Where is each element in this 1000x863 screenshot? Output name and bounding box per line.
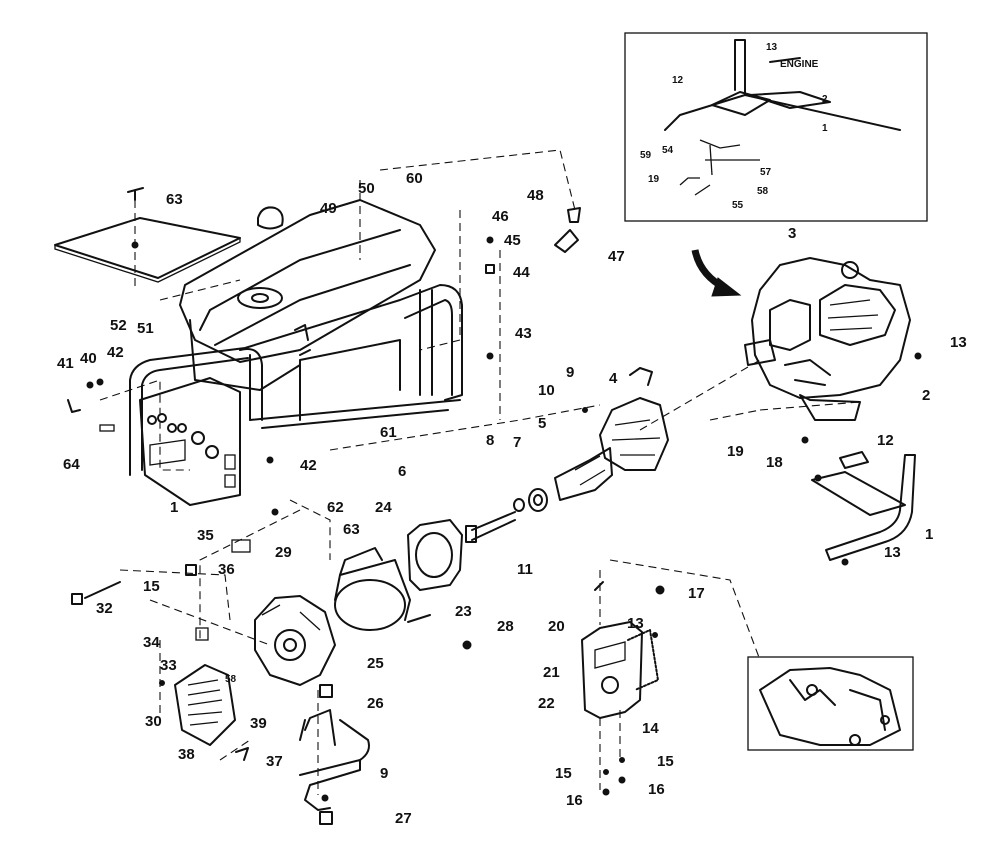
inset-engine-mount: ENGINE 13 12 2 1 54 59 57 19 58 55 bbox=[624, 32, 928, 222]
callout-label: 22 bbox=[538, 695, 555, 712]
callout-label: 58 bbox=[225, 674, 237, 685]
callout-label: 42 bbox=[300, 457, 317, 474]
callout-label: 15 bbox=[657, 753, 674, 770]
callout-label: 43 bbox=[515, 325, 532, 342]
mount-rail bbox=[799, 394, 916, 561]
callout-label: 16 bbox=[648, 781, 665, 798]
callout-label: 52 bbox=[110, 317, 127, 334]
callout-label: 13 bbox=[884, 544, 901, 561]
callout-label: 62 bbox=[327, 499, 344, 516]
callout-label: 32 bbox=[96, 600, 113, 617]
callout-label: 15 bbox=[555, 765, 572, 782]
callout-label: 50 bbox=[358, 180, 375, 197]
callout-label: 30 bbox=[145, 713, 162, 730]
air-filter-cylinder bbox=[334, 547, 411, 631]
callout-label: 35 bbox=[197, 527, 214, 544]
callout-label: 3 bbox=[788, 225, 796, 242]
control-panel bbox=[139, 377, 241, 506]
engine bbox=[744, 257, 911, 399]
callout-label: 7 bbox=[513, 434, 521, 451]
receptacle-panel bbox=[581, 621, 659, 719]
callout-label: 9 bbox=[566, 364, 574, 381]
callout-label: 24 bbox=[375, 499, 392, 516]
callout-label: 6 bbox=[398, 463, 406, 480]
callout-label: 61 bbox=[380, 424, 397, 441]
callout-label: 57 bbox=[760, 167, 772, 178]
callout-label: 17 bbox=[688, 585, 705, 602]
callout-label: 25 bbox=[367, 655, 384, 672]
callout-labels: 63 52 49 50 60 51 48 46 45 44 47 43 41 4… bbox=[57, 170, 967, 827]
callout-label: 20 bbox=[548, 618, 565, 635]
callout-label: 27 bbox=[395, 810, 412, 827]
leader-lines bbox=[99, 149, 861, 795]
callout-label: 58 bbox=[757, 186, 769, 197]
callout-label: 5 bbox=[538, 415, 546, 432]
callout-label: 1 bbox=[170, 499, 178, 516]
callout-label: 46 bbox=[492, 208, 509, 225]
callout-label: 36 bbox=[218, 561, 235, 578]
grille-cover bbox=[174, 664, 236, 746]
callout-label: 23 bbox=[455, 603, 472, 620]
callout-label: 39 bbox=[250, 715, 267, 732]
callout-label: 42 bbox=[107, 344, 124, 361]
callout-label: 13 bbox=[766, 42, 778, 53]
callout-label: 64 bbox=[63, 456, 80, 473]
callout-label: 16 bbox=[566, 792, 583, 809]
callout-label: 51 bbox=[137, 320, 154, 337]
bearing-washer bbox=[513, 488, 548, 512]
callout-label: 63 bbox=[166, 191, 183, 208]
callout-label: 41 bbox=[57, 355, 74, 372]
callout-label: 8 bbox=[486, 432, 494, 449]
callout-label: 28 bbox=[497, 618, 514, 635]
callout-label: 12 bbox=[877, 432, 894, 449]
callout-label: 29 bbox=[275, 544, 292, 561]
callout-label: 21 bbox=[543, 664, 560, 681]
callout-label: 63 bbox=[343, 521, 360, 538]
base-frame bbox=[299, 709, 370, 811]
filter-element bbox=[407, 519, 463, 591]
callout-label: 13 bbox=[950, 334, 967, 351]
through-bolt bbox=[465, 511, 516, 543]
callout-label: 14 bbox=[642, 720, 659, 737]
callout-label: 37 bbox=[266, 753, 283, 770]
callout-label: 40 bbox=[80, 350, 97, 367]
callout-label: 34 bbox=[143, 634, 160, 651]
inset-engine-detail bbox=[747, 656, 914, 751]
rotor bbox=[554, 447, 613, 501]
callout-label: 4 bbox=[609, 370, 618, 387]
callout-label: 47 bbox=[608, 248, 625, 265]
callout-label: 19 bbox=[727, 443, 744, 460]
inset-engine-label: ENGINE bbox=[780, 59, 819, 70]
callout-label: 18 bbox=[766, 454, 783, 471]
callout-label: 48 bbox=[527, 187, 544, 204]
callout-label: 59 bbox=[640, 150, 652, 161]
callout-label: 15 bbox=[143, 578, 160, 595]
callout-label: 54 bbox=[662, 145, 674, 156]
callout-label: 38 bbox=[178, 746, 195, 763]
callout-label: 44 bbox=[513, 264, 530, 281]
callout-label: 2 bbox=[822, 94, 828, 105]
hardware-fasteners bbox=[67, 207, 922, 825]
callout-label: 45 bbox=[504, 232, 521, 249]
fuel-tank bbox=[179, 199, 436, 391]
callout-label: 11 bbox=[517, 561, 533, 578]
callout-label: 10 bbox=[538, 382, 555, 399]
callout-label: 60 bbox=[406, 170, 423, 187]
callout-label: 9 bbox=[380, 765, 388, 782]
callout-label: 55 bbox=[732, 200, 744, 211]
callout-label: 1 bbox=[822, 123, 828, 134]
callout-label: 2 bbox=[922, 387, 930, 404]
cover-sheet bbox=[54, 187, 241, 290]
callout-label: 19 bbox=[648, 174, 660, 185]
pointer-arrow-icon bbox=[691, 249, 742, 297]
callout-label: 49 bbox=[320, 200, 337, 217]
rear-housing bbox=[254, 595, 336, 686]
callout-label: 33 bbox=[160, 657, 177, 674]
frame-tube bbox=[129, 284, 463, 476]
callout-label: 26 bbox=[367, 695, 384, 712]
callout-label: 1 bbox=[925, 526, 933, 543]
callout-label: 13 bbox=[627, 615, 644, 632]
callout-label: 12 bbox=[672, 75, 684, 86]
